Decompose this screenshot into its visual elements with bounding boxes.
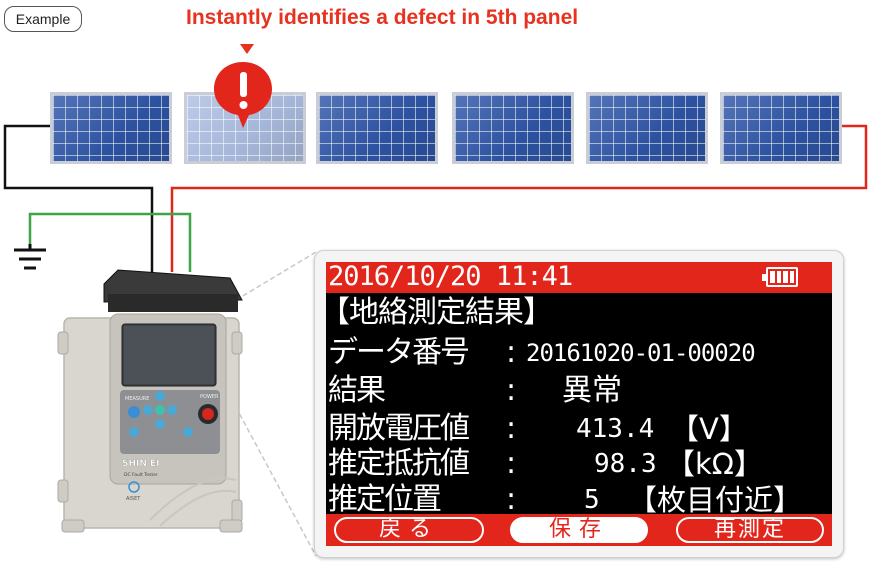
result-title: 【地絡測定結果】 [326,295,553,330]
solar-panel-3 [316,92,438,164]
defect-pointer-arrow [240,44,254,54]
row-value: 20161020-01-00020 [526,339,756,367]
lcd-display: 2016/10/20 11:41 【地絡測定結果】 データ番号:20161020… [326,262,832,546]
row-value: 98.3 [594,449,657,479]
wire-red-positive [170,124,868,272]
row-value: 413.4 [576,414,655,444]
back-button[interactable]: 戻る [334,517,484,543]
fault-tester-device: MEASURE POWER SHIN EI DC Fault Tester AI… [57,269,243,533]
row-label: 推定抵抗値 [328,446,470,481]
row-label: 結果 [328,373,386,408]
softkey-bar: 戻る 保存 再測定 [326,514,832,546]
row-colon: : [506,446,517,481]
headline: Instantly identifies a defect in 5th pan… [186,6,579,29]
wire-black-negative [3,124,154,272]
row-label: データ番号 [328,335,470,370]
row-label: 開放電圧値 [328,411,470,446]
device-brand: SHIN EI [122,459,160,469]
row-value: 異常 [562,373,622,408]
device-model: DC Fault Tester [124,472,158,478]
status-bar: 2016/10/20 11:41 [326,262,832,293]
result-row: 結果: 異常 [326,372,832,410]
aiset-icon [128,481,140,493]
remeasure-button[interactable]: 再測定 [676,517,824,543]
measure-button-icon [128,406,140,418]
wire-green-ground [28,212,192,272]
row-unit: 【kΩ】 [666,447,763,481]
power-label: POWER [200,394,219,400]
solar-panel-1 [50,92,172,164]
zoom-guide-bottom [231,399,317,557]
ground-icon [14,244,46,270]
result-row: 推定抵抗値: 98.3 【kΩ】 [326,445,832,483]
result-row: データ番号:20161020-01-00020 [326,334,832,372]
solar-panel-4 [452,92,574,164]
aiset-label: AISET [126,496,141,502]
result-row: 推定位置: 5 【枚目付近】 [326,481,832,519]
exclamation-icon [214,62,272,128]
solar-panel-6 [720,92,842,164]
enlarged-screen: 2016/10/20 11:41 【地絡測定結果】 データ番号:20161020… [314,250,844,558]
row-label: 推定位置 [328,482,442,517]
result-row: 開放電圧値: 413.4 【V】 [326,410,832,448]
solar-panel-5 [586,92,708,164]
row-unit: 【枚目付近】 [628,483,803,517]
measure-label: MEASURE [125,396,149,402]
row-value: 5 [584,485,600,515]
row-colon: : [506,482,517,517]
battery-full-icon [762,267,798,287]
row-colon: : [506,373,517,408]
row-colon: : [506,335,517,370]
row-colon: : [506,411,517,446]
zoom-guide-top [235,251,317,301]
save-button[interactable]: 保存 [510,517,648,543]
example-badge: Example [4,6,82,32]
row-unit: 【V】 [670,412,748,446]
datetime: 2016/10/20 11:41 [328,262,573,292]
